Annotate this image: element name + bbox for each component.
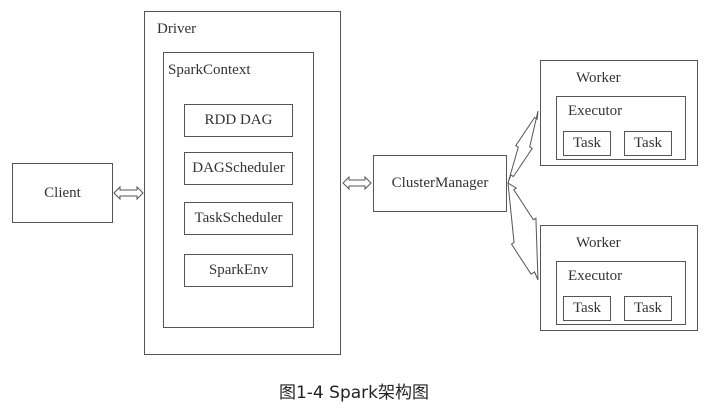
cluster-manager-label: ClusterManager <box>391 175 489 191</box>
task-label: Task <box>572 300 602 316</box>
client-label: Client <box>44 184 81 201</box>
task-label: Task <box>572 135 602 151</box>
client-driver-double-arrow <box>113 185 144 201</box>
component-task-scheduler: TaskScheduler <box>184 202 293 235</box>
driver-cluster-double-arrow <box>342 175 372 191</box>
executor-label: Executor <box>568 103 623 119</box>
spark-context-box: SparkContext RDD DAG DAGScheduler TaskSc… <box>163 52 314 328</box>
client-box: Client <box>12 163 113 223</box>
component-rdd-dag: RDD DAG <box>184 104 293 137</box>
driver-box: Driver SparkContext RDD DAG DAGScheduler… <box>144 11 341 355</box>
executor-box: Executor Task Task <box>556 261 686 325</box>
component-label: RDD DAG <box>204 112 273 128</box>
worker-box: Worker Executor Task Task <box>540 60 698 166</box>
figure-caption: 图1-4 Spark架构图 <box>278 383 429 403</box>
cluster-manager-box: ClusterManager <box>373 155 507 212</box>
component-dag-scheduler: DAGScheduler <box>184 152 293 185</box>
executor-label: Executor <box>568 268 623 284</box>
cluster-worker2-double-arrow <box>507 182 539 281</box>
worker-label: Worker <box>576 235 621 251</box>
component-spark-env: SparkEnv <box>184 254 293 287</box>
task-label: Task <box>633 300 663 316</box>
task-box: Task <box>563 296 611 321</box>
task-box: Task <box>624 296 672 321</box>
task-label: Task <box>633 135 663 151</box>
driver-label: Driver <box>157 21 197 37</box>
worker-box: Worker Executor Task Task <box>540 225 698 331</box>
task-box: Task <box>563 131 611 156</box>
worker-label: Worker <box>576 70 621 86</box>
cluster-worker1-double-arrow <box>507 110 539 184</box>
component-label: SparkEnv <box>208 262 269 278</box>
component-label: DAGScheduler <box>192 160 285 176</box>
task-box: Task <box>624 131 672 156</box>
spark-context-label: SparkContext <box>168 62 251 78</box>
component-label: TaskScheduler <box>194 210 283 226</box>
executor-box: Executor Task Task <box>556 96 686 160</box>
